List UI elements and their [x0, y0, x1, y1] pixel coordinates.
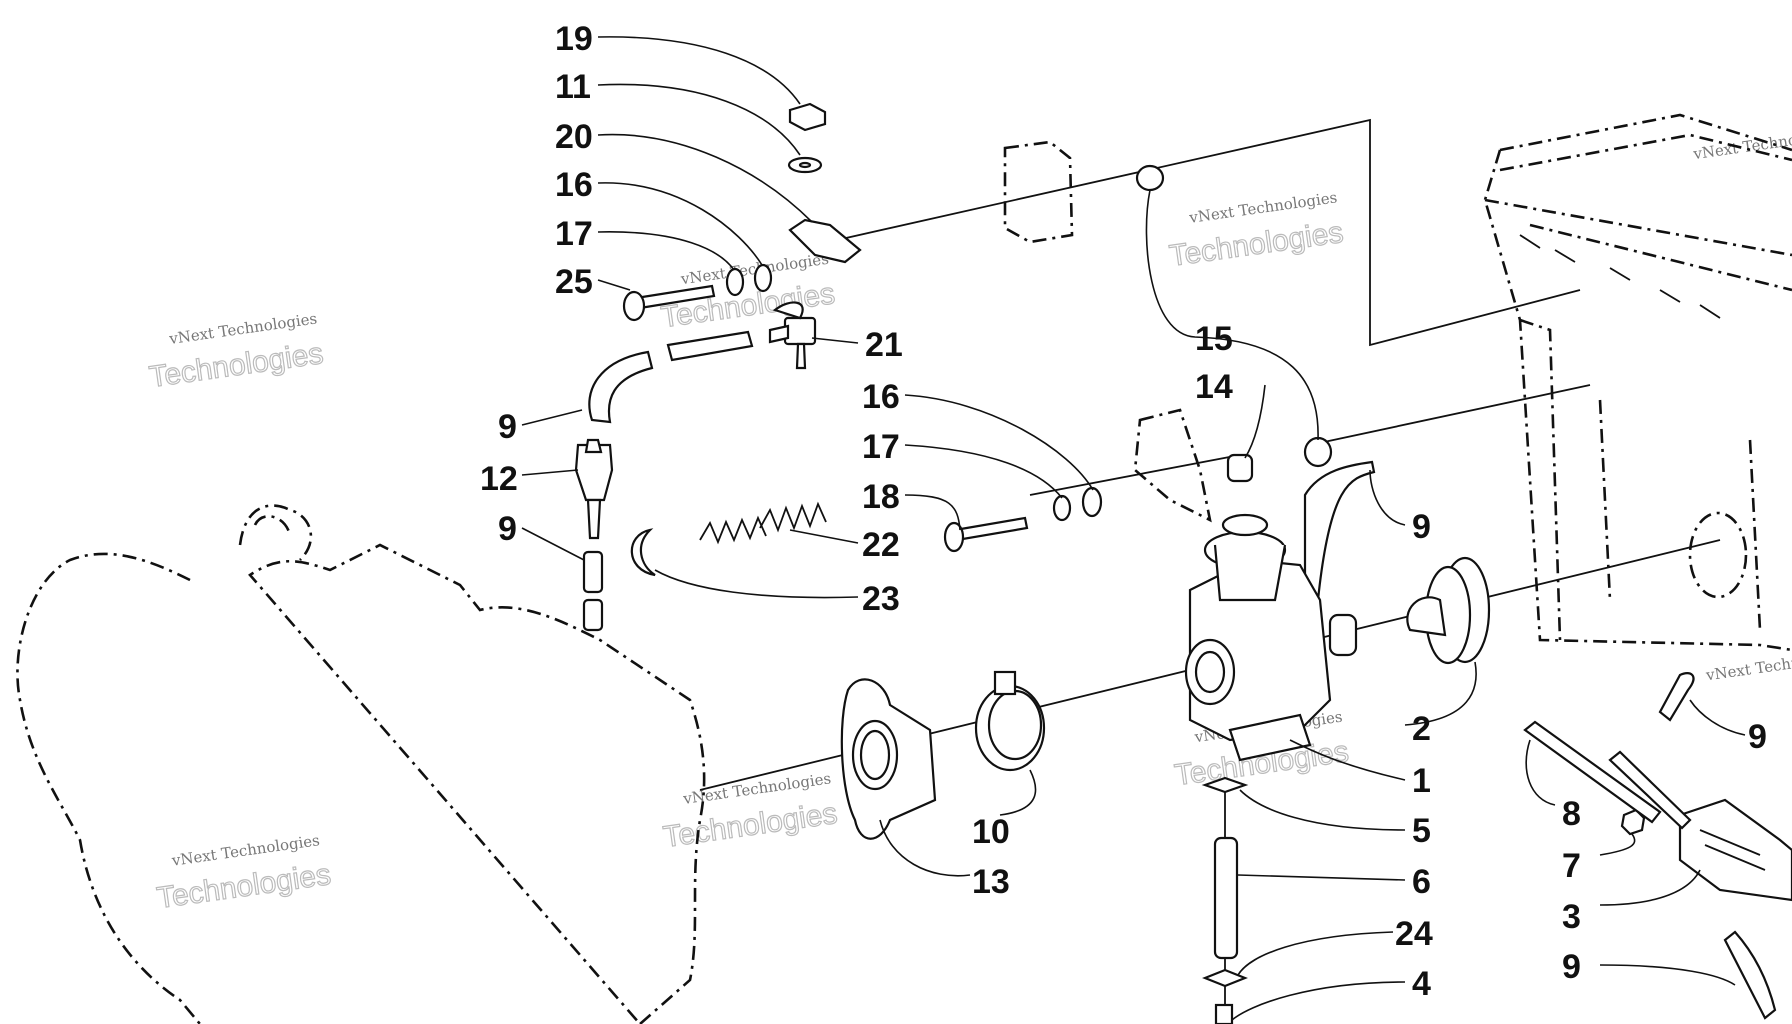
callout-23: 23 — [862, 580, 900, 618]
fuel-hose-part — [588, 350, 654, 424]
screw-shank — [953, 516, 1029, 542]
intake-flange-part — [840, 678, 937, 840]
axis-line — [1309, 384, 1591, 446]
spring-part — [699, 501, 827, 545]
fitting-part — [1214, 1003, 1234, 1024]
callout-16: 16 — [862, 378, 900, 416]
engine-outline-top — [238, 504, 313, 561]
spacer-part — [1226, 453, 1254, 483]
washer-part — [1052, 494, 1072, 522]
pulse-hose-part — [1523, 720, 1662, 824]
callout-7: 7 — [1562, 847, 1581, 885]
callout-18: 18 — [862, 478, 900, 516]
callout-10: 10 — [972, 813, 1010, 851]
airbox-clips — [1519, 234, 1721, 319]
clamp-part — [974, 670, 1046, 772]
hose-clip-part — [1202, 968, 1248, 988]
airbox-lid — [1499, 133, 1792, 292]
callout-17: 17 — [862, 428, 900, 466]
spring-clip-part — [630, 528, 656, 577]
callout-5: 5 — [1412, 812, 1431, 850]
callout-3: 3 — [1562, 898, 1581, 936]
callout-20: 20 — [555, 118, 593, 156]
callout-16: 16 — [555, 166, 593, 204]
fuel-pump-part — [1678, 798, 1792, 902]
screw-head — [943, 521, 965, 553]
fuel-filter-outlet — [586, 498, 602, 540]
callout-19: 19 — [555, 20, 593, 58]
fuel-valve-outlet — [795, 342, 807, 370]
screw-head — [622, 290, 646, 322]
carburetor-part — [1184, 513, 1358, 762]
washer-part — [753, 263, 773, 293]
axis-line — [814, 118, 1581, 347]
fuel-hose-part — [1658, 672, 1695, 722]
mounting-bracket — [1003, 140, 1074, 244]
callout-4: 4 — [1412, 965, 1431, 1003]
callout-6: 6 — [1412, 863, 1431, 901]
fuel-hose-part — [1723, 930, 1777, 1020]
callout-14: 14 — [1195, 368, 1233, 406]
airbox-port — [1688, 511, 1748, 599]
hose-clip-part — [1201, 776, 1249, 794]
callout-22: 22 — [862, 526, 900, 564]
drain-tube-part — [1213, 836, 1239, 960]
callout-9: 9 — [1562, 948, 1581, 986]
callout-12: 12 — [480, 460, 518, 498]
callout-9: 9 — [498, 510, 517, 548]
callout-21: 21 — [865, 326, 903, 364]
fuel-hose-part — [582, 550, 604, 594]
air-adapter-part — [1406, 556, 1491, 665]
fuel-valve-nipple — [768, 324, 790, 344]
fuel-filter-inlet — [584, 438, 603, 454]
engine-outline — [16, 543, 706, 1024]
callout-11: 11 — [555, 68, 591, 106]
engine-outline-top-detail — [253, 515, 292, 536]
callout-15: 15 — [1195, 320, 1233, 358]
fuel-filter-part — [574, 443, 614, 502]
callout-9: 9 — [1748, 718, 1767, 756]
airbox-outline — [1483, 113, 1792, 652]
axis-line — [1029, 454, 1241, 496]
callout-9: 9 — [498, 408, 517, 446]
callout-8: 8 — [1562, 795, 1581, 833]
fuel-hose-part — [666, 330, 754, 362]
mounting-bracket-lower — [1133, 408, 1212, 523]
leader-lines — [521, 36, 1746, 1021]
washer-part — [1081, 486, 1103, 518]
fuel-hose-part — [582, 598, 604, 632]
fuel-valve-lever — [772, 301, 804, 320]
watermark-text: vNext Technologies — [1704, 646, 1792, 685]
callout-24: 24 — [1395, 915, 1433, 953]
grommet-part — [1135, 164, 1165, 192]
fuel-bracket-part — [788, 218, 862, 264]
vent-hose-part — [1303, 460, 1376, 604]
washer-hole — [798, 161, 812, 169]
callout-25: 25 — [555, 263, 593, 301]
callout-1: 1 — [1412, 762, 1431, 800]
fuel-hose-part — [1608, 750, 1692, 830]
grommet-part — [1303, 436, 1333, 468]
watermark-group: vNext Technologies Technologies vNext Te… — [147, 125, 1792, 916]
fuel-valve-part — [783, 316, 817, 346]
callout-13: 13 — [972, 863, 1010, 901]
nut-part — [788, 102, 827, 132]
airbox-flange — [1598, 399, 1762, 631]
callout-9: 9 — [1412, 508, 1431, 546]
washer-part — [725, 267, 745, 297]
callout-2: 2 — [1412, 710, 1431, 748]
callout-17: 17 — [555, 215, 593, 253]
